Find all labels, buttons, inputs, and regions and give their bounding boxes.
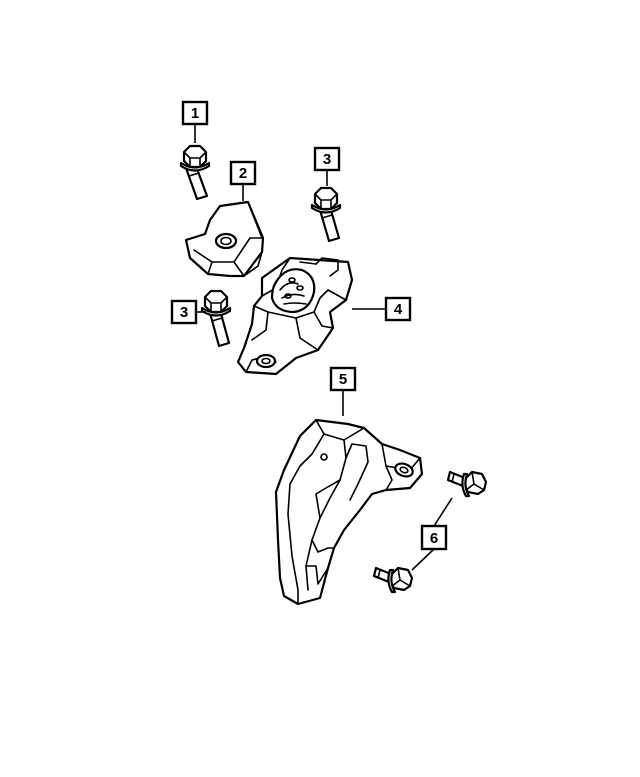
insulator-cover-part-2 xyxy=(184,200,265,278)
bolt-part-3-upper xyxy=(310,186,342,243)
callout-4-label: 4 xyxy=(394,301,403,318)
bolt-part-3-lower xyxy=(200,289,232,348)
engine-mount-insulator-part-4 xyxy=(236,256,354,376)
bolt-part-6-lower xyxy=(372,566,414,594)
callout-3-lower: 3 xyxy=(170,299,206,325)
callout-4: 4 xyxy=(352,296,412,322)
callout-3-upper-label: 3 xyxy=(323,151,331,168)
callout-5-label: 5 xyxy=(339,371,347,388)
callout-1-label: 1 xyxy=(191,105,199,122)
callout-6-label: 6 xyxy=(430,530,438,547)
callout-3-lower-label: 3 xyxy=(180,304,188,321)
callout-6: 6 xyxy=(411,497,453,571)
callout-5: 5 xyxy=(329,366,357,416)
bolt-part-1 xyxy=(179,144,211,201)
mount-bracket-part-5 xyxy=(274,418,424,606)
bolt-part-6-upper xyxy=(446,470,488,498)
callout-1: 1 xyxy=(181,100,209,143)
callout-3-upper: 3 xyxy=(313,146,341,186)
callout-2: 2 xyxy=(229,160,257,201)
callout-2-label: 2 xyxy=(239,165,247,182)
